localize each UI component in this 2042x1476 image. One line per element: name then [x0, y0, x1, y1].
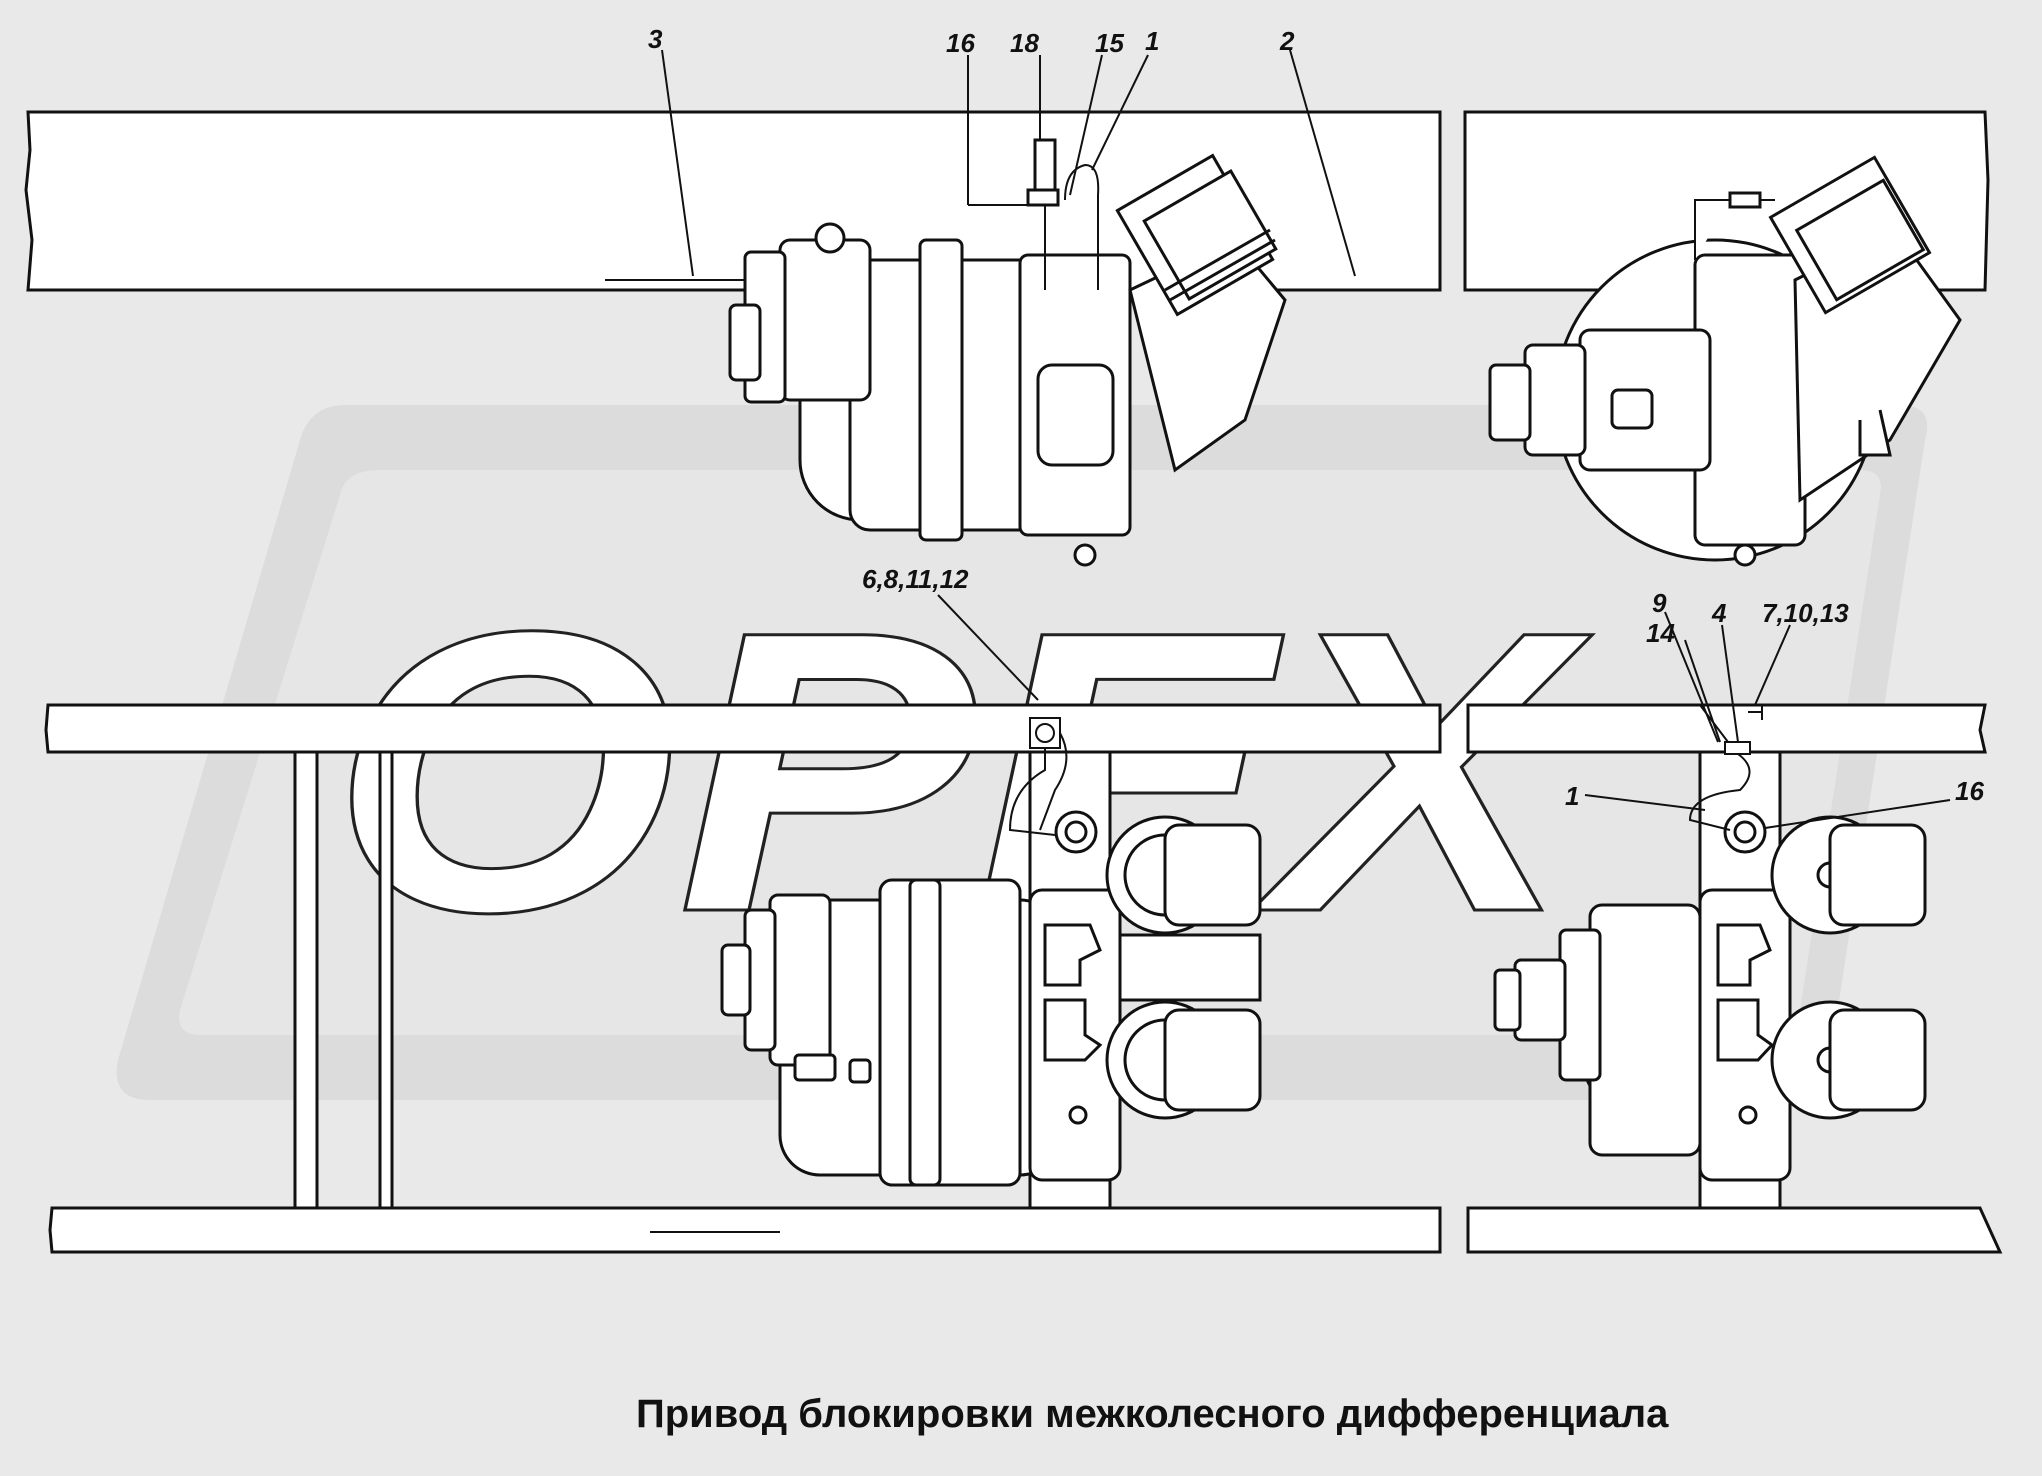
air-line-left — [1008, 717, 1068, 836]
frame-rail-left — [24, 110, 1442, 292]
bottom-view — [44, 594, 2003, 1254]
frame-rail-upper-left — [44, 703, 1442, 754]
top-view — [24, 49, 1990, 567]
axle-assembly-left-top — [728, 153, 1287, 567]
callout-4: 4 — [1711, 598, 1727, 628]
callout-15: 15 — [1095, 28, 1124, 58]
callout-16-top: 16 — [946, 28, 975, 58]
callout-7-10-13: 7,10,13 — [1762, 598, 1849, 628]
callout-6-8-11-12: 6,8,11,12 — [862, 564, 969, 594]
axle-assembly-right-top — [1488, 155, 1962, 567]
callout-2: 2 — [1279, 26, 1295, 56]
callout-1-top: 1 — [1145, 26, 1159, 56]
leaders-top — [661, 49, 1356, 277]
diagram-caption: Привод блокировки межколесного дифференц… — [636, 1392, 1669, 1436]
callout-14: 14 — [1646, 618, 1675, 648]
axle-assembly-right-bottom — [1493, 810, 1927, 1182]
leaders-bottom — [937, 594, 1951, 829]
callout-3: 3 — [648, 24, 663, 54]
callout-1-bottom: 1 — [1565, 781, 1579, 811]
frame-rail-lower-right — [1466, 1206, 2003, 1254]
axle-assembly-left-bottom — [720, 810, 1262, 1187]
frame-rail-upper-right — [1466, 703, 1987, 754]
callout-9: 9 — [1652, 588, 1667, 618]
frame-rail-lower-left — [48, 1206, 1442, 1254]
callout-16-bottom: 16 — [1955, 776, 1984, 806]
callout-18: 18 — [1010, 28, 1039, 58]
lock-valve-top — [968, 138, 1100, 290]
